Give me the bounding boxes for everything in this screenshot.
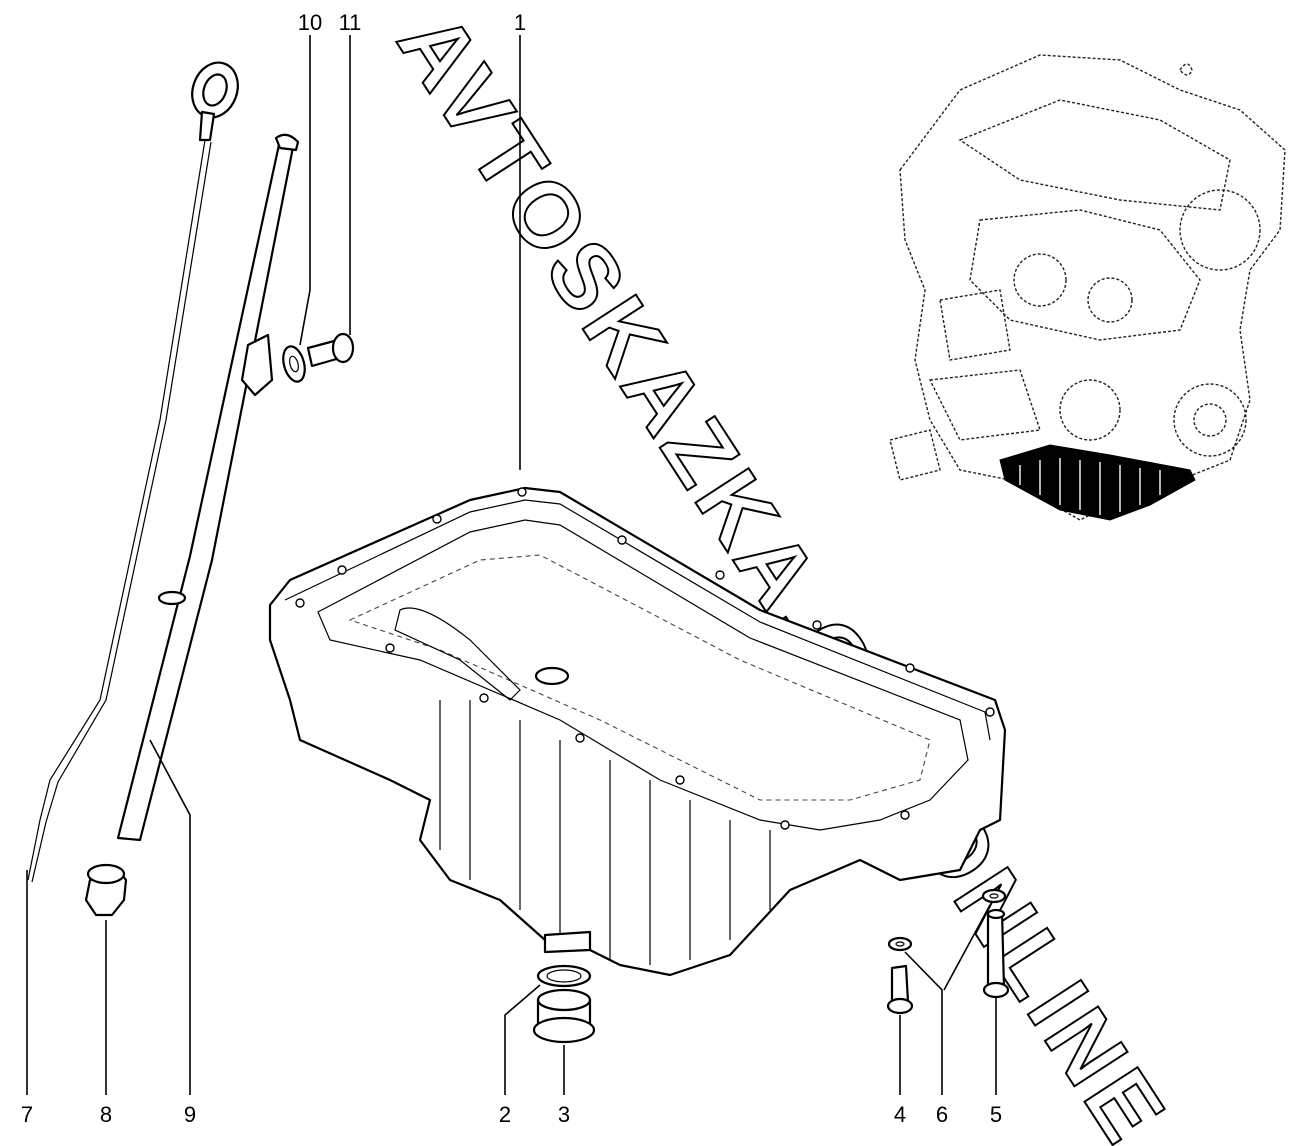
callout-labels: 1 2 3 4 5 6 7 8 9 10 11 — [21, 10, 1002, 1127]
sealing-ring-part-2[interactable] — [536, 964, 592, 988]
callout-11: 11 — [339, 10, 362, 35]
callout-3: 3 — [558, 1102, 570, 1127]
callout-5: 5 — [990, 1102, 1002, 1127]
oil-pan-bolt-holes — [295, 487, 995, 830]
engine-oil-pan-highlight — [999, 444, 1196, 521]
leader-line-2 — [504, 984, 541, 1095]
callout-9: 9 — [184, 1102, 196, 1127]
leader-line-6b — [943, 904, 991, 991]
callout-2: 2 — [499, 1102, 511, 1127]
dipstick-part-7[interactable] — [27, 56, 245, 883]
washer-part-10[interactable] — [280, 344, 309, 384]
drain-plug-part-3[interactable] — [532, 988, 596, 1044]
dipstick-tube-part-9[interactable] — [116, 133, 300, 842]
bolt-part-11[interactable] — [306, 332, 355, 368]
leader-line-9 — [149, 739, 191, 1095]
leader-line-10 — [299, 35, 311, 346]
oil-pan-part-1[interactable] — [268, 486, 1007, 977]
callout-1: 1 — [514, 10, 526, 35]
callout-7: 7 — [21, 1102, 33, 1127]
plug-part-8[interactable] — [84, 863, 128, 917]
callout-4: 4 — [894, 1102, 906, 1127]
callout-6: 6 — [936, 1102, 948, 1127]
leader-lines — [26, 35, 997, 1095]
bolt-part-4[interactable] — [886, 964, 914, 1015]
leader-line-6 — [904, 951, 943, 1095]
oil-pan-ribs — [439, 700, 771, 965]
callout-10: 10 — [298, 10, 322, 35]
engine-overview-illustration — [889, 54, 1286, 521]
callout-8: 8 — [100, 1102, 112, 1127]
bolt-part-5[interactable] — [982, 908, 1010, 999]
washer-part-6[interactable] — [887, 888, 1007, 952]
